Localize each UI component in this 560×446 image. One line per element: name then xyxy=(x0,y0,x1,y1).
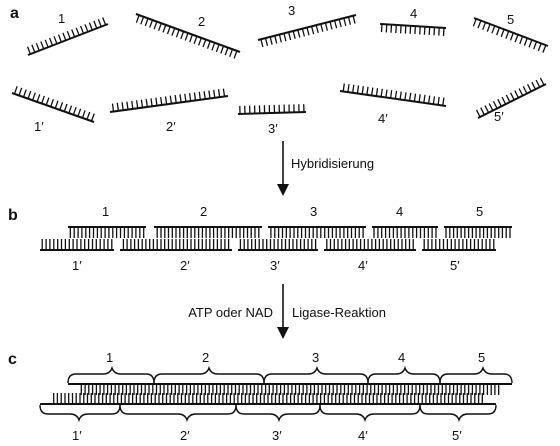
oligo-1 xyxy=(26,17,109,56)
cofactor-label: ATP oder NAD xyxy=(188,305,273,320)
b-label-5: 5 xyxy=(476,204,483,219)
b-label-1prime: 1′ xyxy=(72,258,82,273)
oligo-label-4: 4 xyxy=(410,6,417,21)
c-strand-top-ligated xyxy=(68,383,512,395)
brace-top-5 xyxy=(439,365,513,384)
oligo-4prime xyxy=(339,83,447,107)
c-strand-bottom-ligated xyxy=(40,393,496,405)
b-strand-top-1 xyxy=(68,226,146,238)
oligo-5prime xyxy=(475,77,547,119)
c-label-2: 2 xyxy=(202,350,209,365)
b-strand-top-4 xyxy=(372,226,438,238)
c-label-3: 3 xyxy=(312,350,319,365)
ligase-reaction-label: Ligase-Reaktion xyxy=(292,305,386,320)
brace-bottom-1prime xyxy=(39,404,121,423)
b-label-2: 2 xyxy=(200,204,207,219)
panel-label-a: a xyxy=(10,5,19,22)
brace-top-1 xyxy=(67,365,155,384)
panel-label-c: c xyxy=(8,351,17,368)
oligo-label-3prime: 3′ xyxy=(268,121,278,136)
b-strand-bottom-2prime xyxy=(120,239,232,251)
oligo-2 xyxy=(135,13,241,59)
b-label-1: 1 xyxy=(102,204,109,219)
b-label-4prime: 4′ xyxy=(358,258,368,273)
c-label-4prime: 4′ xyxy=(358,428,368,443)
strand-layer xyxy=(11,13,549,405)
b-label-2prime: 2′ xyxy=(180,258,190,273)
brace-bottom-4prime xyxy=(319,404,421,423)
oligo-4 xyxy=(379,23,447,36)
brace-bottom-2prime xyxy=(119,404,237,423)
ligation-arrowhead xyxy=(277,327,289,339)
b-label-4: 4 xyxy=(396,204,403,219)
panel-label-b: b xyxy=(8,207,18,224)
hybridization-label: Hybridisierung xyxy=(291,156,374,171)
c-label-1prime: 1′ xyxy=(72,428,82,443)
b-strand-bottom-5prime xyxy=(422,239,496,251)
c-label-4: 4 xyxy=(398,350,405,365)
oligo-5 xyxy=(472,17,549,53)
oligo-1prime xyxy=(11,86,95,123)
b-strand-top-2 xyxy=(154,226,262,238)
oligo-2prime xyxy=(109,88,229,113)
c-label-2prime: 2′ xyxy=(180,428,190,443)
oligo-label-2prime: 2′ xyxy=(166,119,176,134)
b-strand-bottom-1prime xyxy=(40,239,114,251)
brace-top-3 xyxy=(263,365,369,384)
oligo-label-3: 3 xyxy=(288,3,295,18)
b-strand-top-3 xyxy=(268,226,366,238)
oligo-label-4prime: 4′ xyxy=(378,111,388,126)
oligo-label-1prime: 1′ xyxy=(34,119,44,134)
b-strand-bottom-3prime xyxy=(238,239,318,251)
brace-top-4 xyxy=(367,365,441,384)
b-label-5prime: 5′ xyxy=(450,258,460,273)
brace-bottom-3prime xyxy=(235,404,321,423)
b-label-3prime: 3′ xyxy=(270,258,280,273)
brace-top-2 xyxy=(153,365,265,384)
c-label-5prime: 5′ xyxy=(452,428,462,443)
c-label-3prime: 3′ xyxy=(272,428,282,443)
oligo-label-5prime: 5′ xyxy=(494,109,504,124)
brace-bottom-5prime xyxy=(419,404,497,423)
b-strand-top-5 xyxy=(444,226,512,238)
c-label-1: 1 xyxy=(106,350,113,365)
b-label-3: 3 xyxy=(310,204,317,219)
b-strand-bottom-4prime xyxy=(324,239,416,251)
oligo-label-2: 2 xyxy=(198,14,205,29)
c-label-5: 5 xyxy=(478,350,485,365)
hybridization-arrowhead xyxy=(277,184,289,196)
oligo-label-5: 5 xyxy=(507,12,514,27)
oligo-3 xyxy=(257,14,357,48)
oligo-label-1: 1 xyxy=(58,11,65,26)
oligo-3prime xyxy=(237,104,307,115)
